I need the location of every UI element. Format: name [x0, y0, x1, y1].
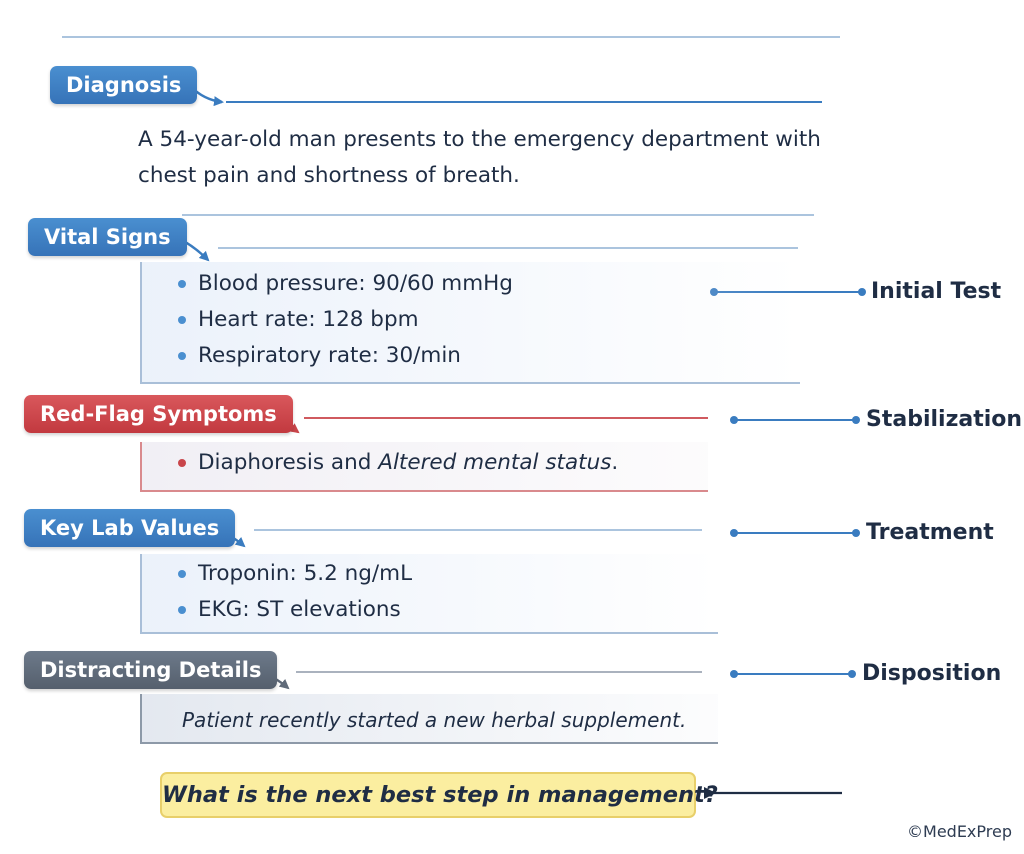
- vital-signs-label: Vital Signs: [28, 218, 187, 256]
- bullet-icon: [178, 459, 186, 467]
- red-flag-panel: Diaphoresis and Altered mental status.: [140, 442, 708, 492]
- lab-item: EKG: ST elevations: [178, 592, 718, 628]
- red-flag-item: Diaphoresis and Altered mental status.: [178, 445, 708, 481]
- copyright-text: ©MedExPrep: [907, 822, 1012, 841]
- vital-signs-panel: Blood pressure: 90/60 mmHg Heart rate: 1…: [140, 262, 800, 384]
- step-treatment: Treatment: [866, 520, 994, 545]
- bullet-icon: [178, 280, 186, 288]
- distracting-details-panel: Patient recently started a new herbal su…: [140, 694, 718, 744]
- step-disposition: Disposition: [862, 661, 1002, 686]
- vital-sign-item: Heart rate: 128 bpm: [178, 302, 800, 338]
- key-lab-values-label: Key Lab Values: [24, 509, 236, 547]
- lab-item: Troponin: 5.2 ng/mL: [178, 556, 718, 592]
- distracting-details-label: Distracting Details: [24, 651, 278, 689]
- diagnosis-label: Diagnosis: [50, 66, 198, 104]
- bullet-icon: [178, 352, 186, 360]
- vital-sign-item: Blood pressure: 90/60 mmHg: [178, 266, 800, 302]
- step-stabilization: Stabilization: [866, 407, 1023, 432]
- vital-sign-item: Respiratory rate: 30/min: [178, 338, 800, 374]
- red-flag-label: Red-Flag Symptoms: [24, 395, 293, 433]
- bullet-icon: [178, 606, 186, 614]
- distracting-details-text: Patient recently started a new herbal su…: [182, 708, 687, 732]
- bullet-icon: [178, 316, 186, 324]
- step-initial-test: Initial Test: [871, 279, 1002, 304]
- key-lab-values-panel: Troponin: 5.2 ng/mL EKG: ST elevations: [140, 554, 718, 634]
- question-box: What is the next best step in management…: [160, 772, 718, 818]
- case-stem-text: A 54-year-old man presents to the emerge…: [138, 127, 821, 188]
- bullet-icon: [178, 570, 186, 578]
